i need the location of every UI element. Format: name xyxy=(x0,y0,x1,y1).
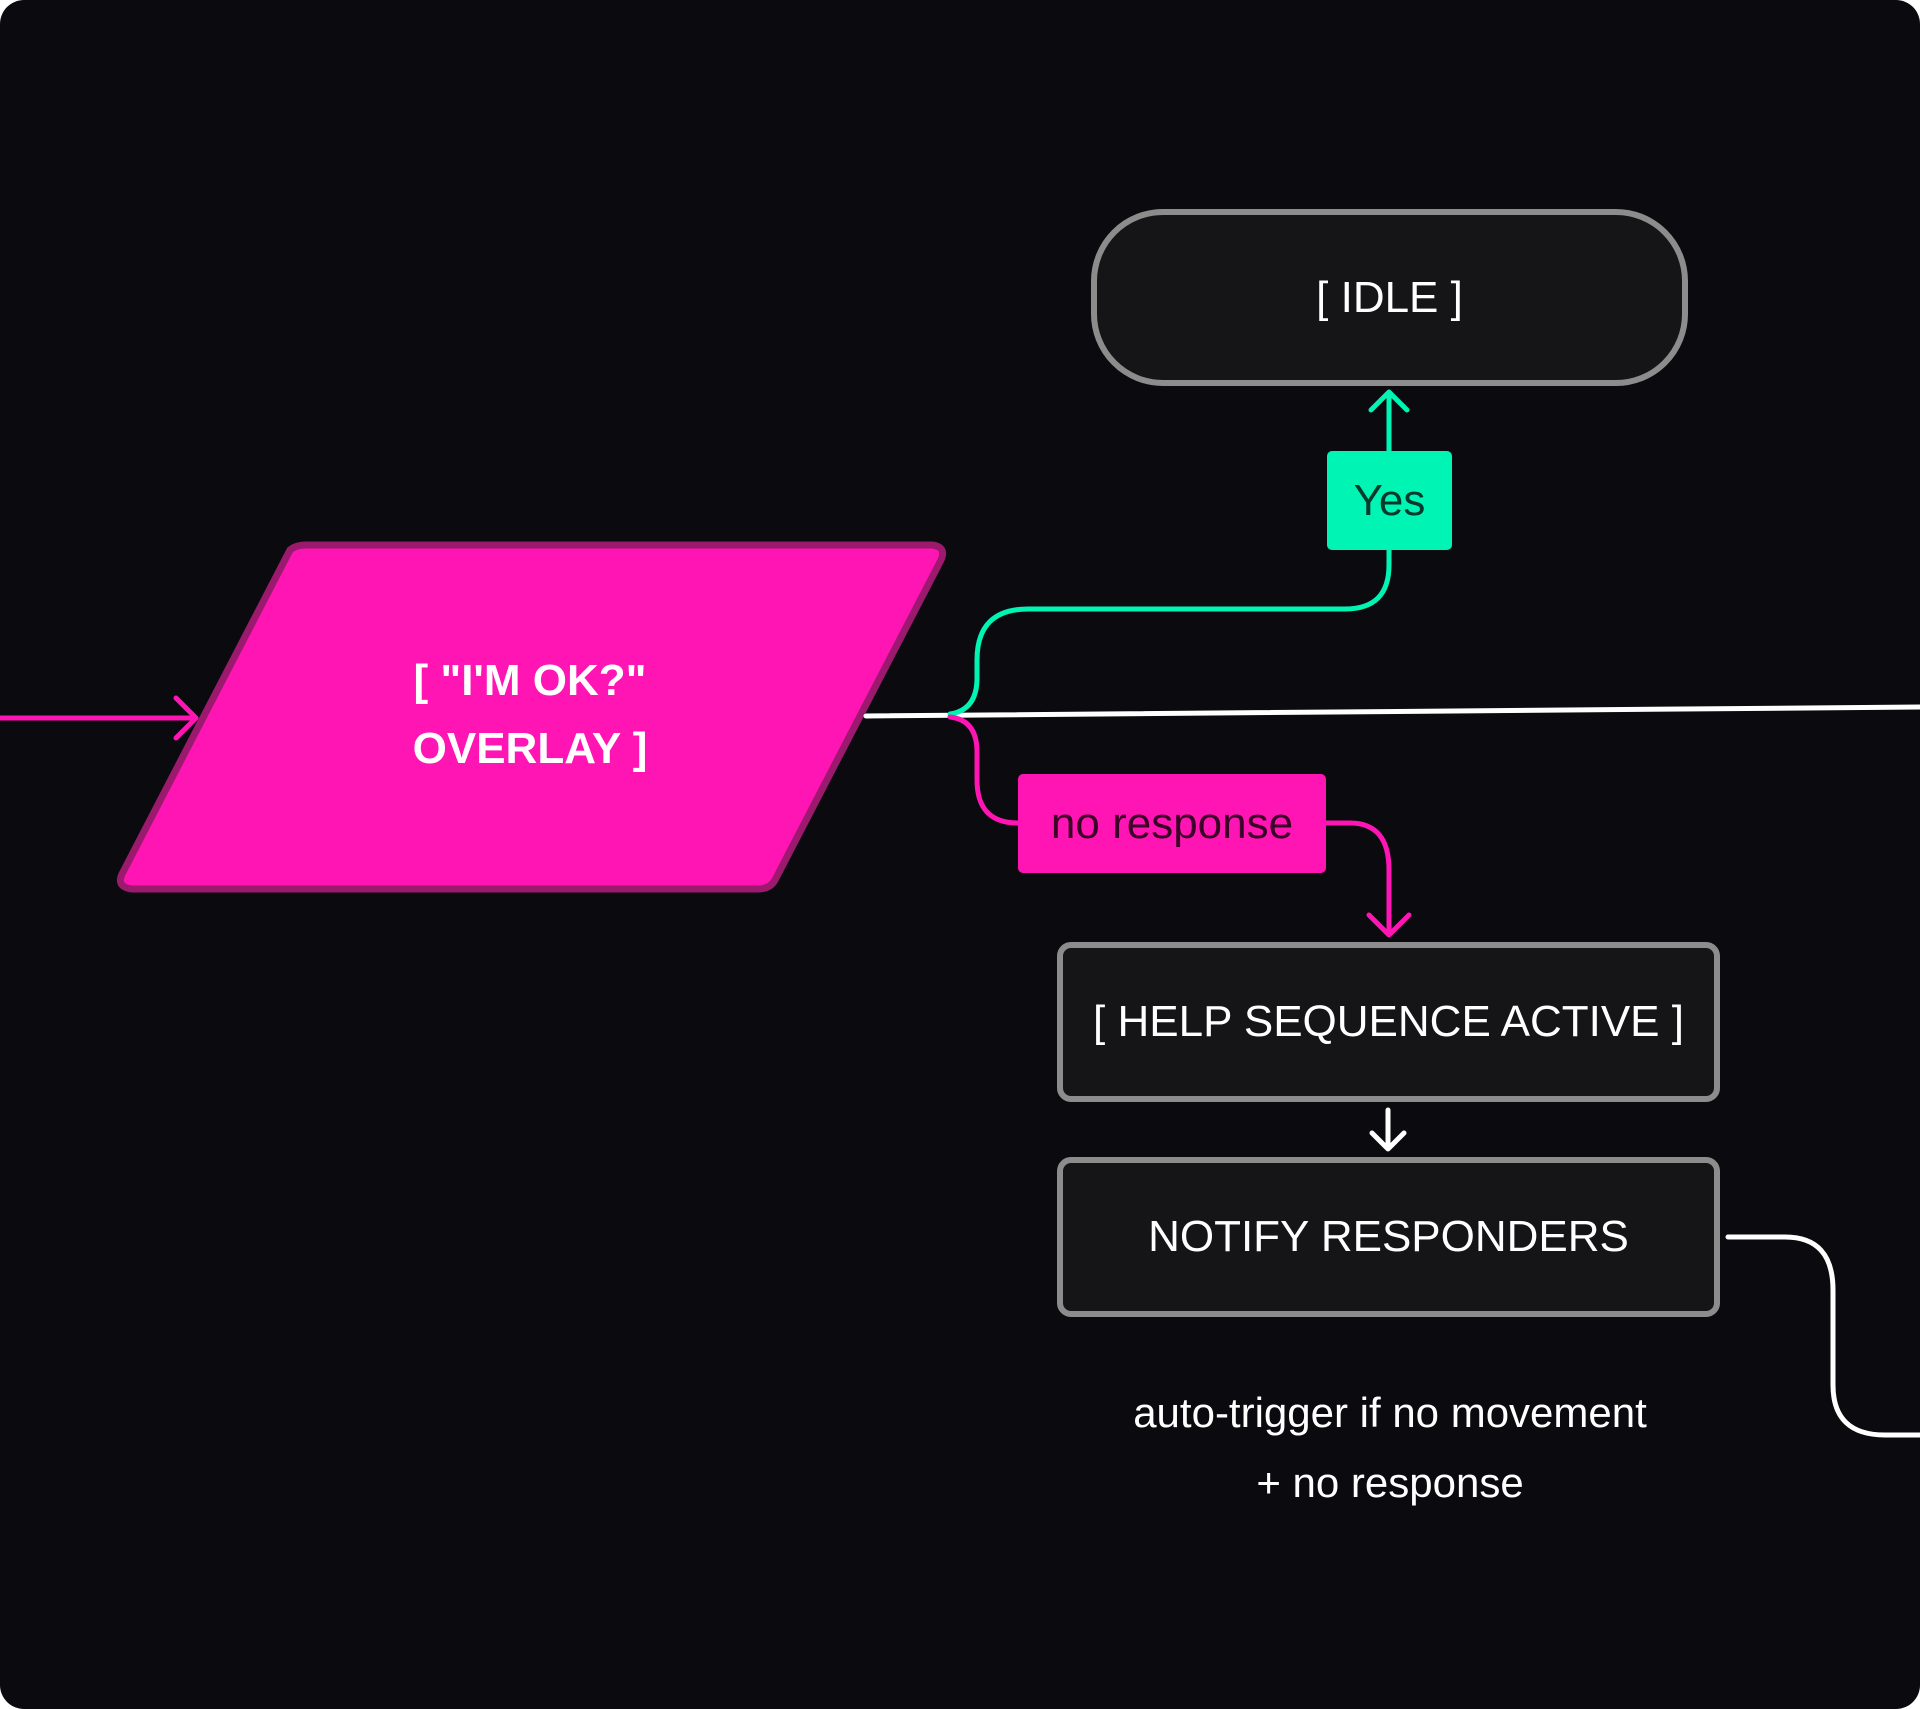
main-flow-line xyxy=(863,704,1920,719)
no-response-connector xyxy=(947,714,1021,826)
overlay-label-line-1: [ "I'M OK?" xyxy=(413,656,647,705)
notify-responders-label: NOTIFY RESPONDERS xyxy=(1148,1212,1629,1261)
no-response-edge-label: no response xyxy=(1018,774,1326,873)
help-sequence-node[interactable]: [ HELP SEQUENCE ACTIVE ] xyxy=(1057,942,1720,1102)
yes-connector xyxy=(947,547,1392,717)
no-response-arrowhead-icon xyxy=(1366,912,1412,938)
incoming-arrow xyxy=(0,695,199,741)
no-response-arrow-line xyxy=(1323,820,1392,935)
help-to-notify-arrowhead-icon xyxy=(1369,1130,1407,1152)
overlay-decision-shape[interactable] xyxy=(116,541,947,893)
notify-responders-node[interactable]: NOTIFY RESPONDERS xyxy=(1057,1157,1720,1317)
overlay-decision-label: [ "I'M OK?" OVERLAY ] xyxy=(330,650,730,780)
yes-edge-label: Yes xyxy=(1327,451,1452,550)
no-response-edge-label-text: no response xyxy=(1050,798,1294,848)
overlay-label-line-2: OVERLAY ] xyxy=(412,724,648,773)
help-sequence-label: [ HELP SEQUENCE ACTIVE ] xyxy=(1093,997,1684,1046)
yes-arrowhead-icon xyxy=(1368,389,1410,413)
auto-trigger-annotation: auto-trigger if no movement + no respons… xyxy=(1040,1378,1740,1518)
idle-state-node[interactable]: [ IDLE ] xyxy=(1091,209,1688,386)
idle-state-label: [ IDLE ] xyxy=(1316,272,1463,322)
annotation-line-2: + no response xyxy=(1256,1459,1524,1506)
yes-edge-label-text: Yes xyxy=(1353,475,1426,525)
notify-out-connector xyxy=(1725,1234,1920,1438)
annotation-line-1: auto-trigger if no movement xyxy=(1133,1389,1647,1436)
